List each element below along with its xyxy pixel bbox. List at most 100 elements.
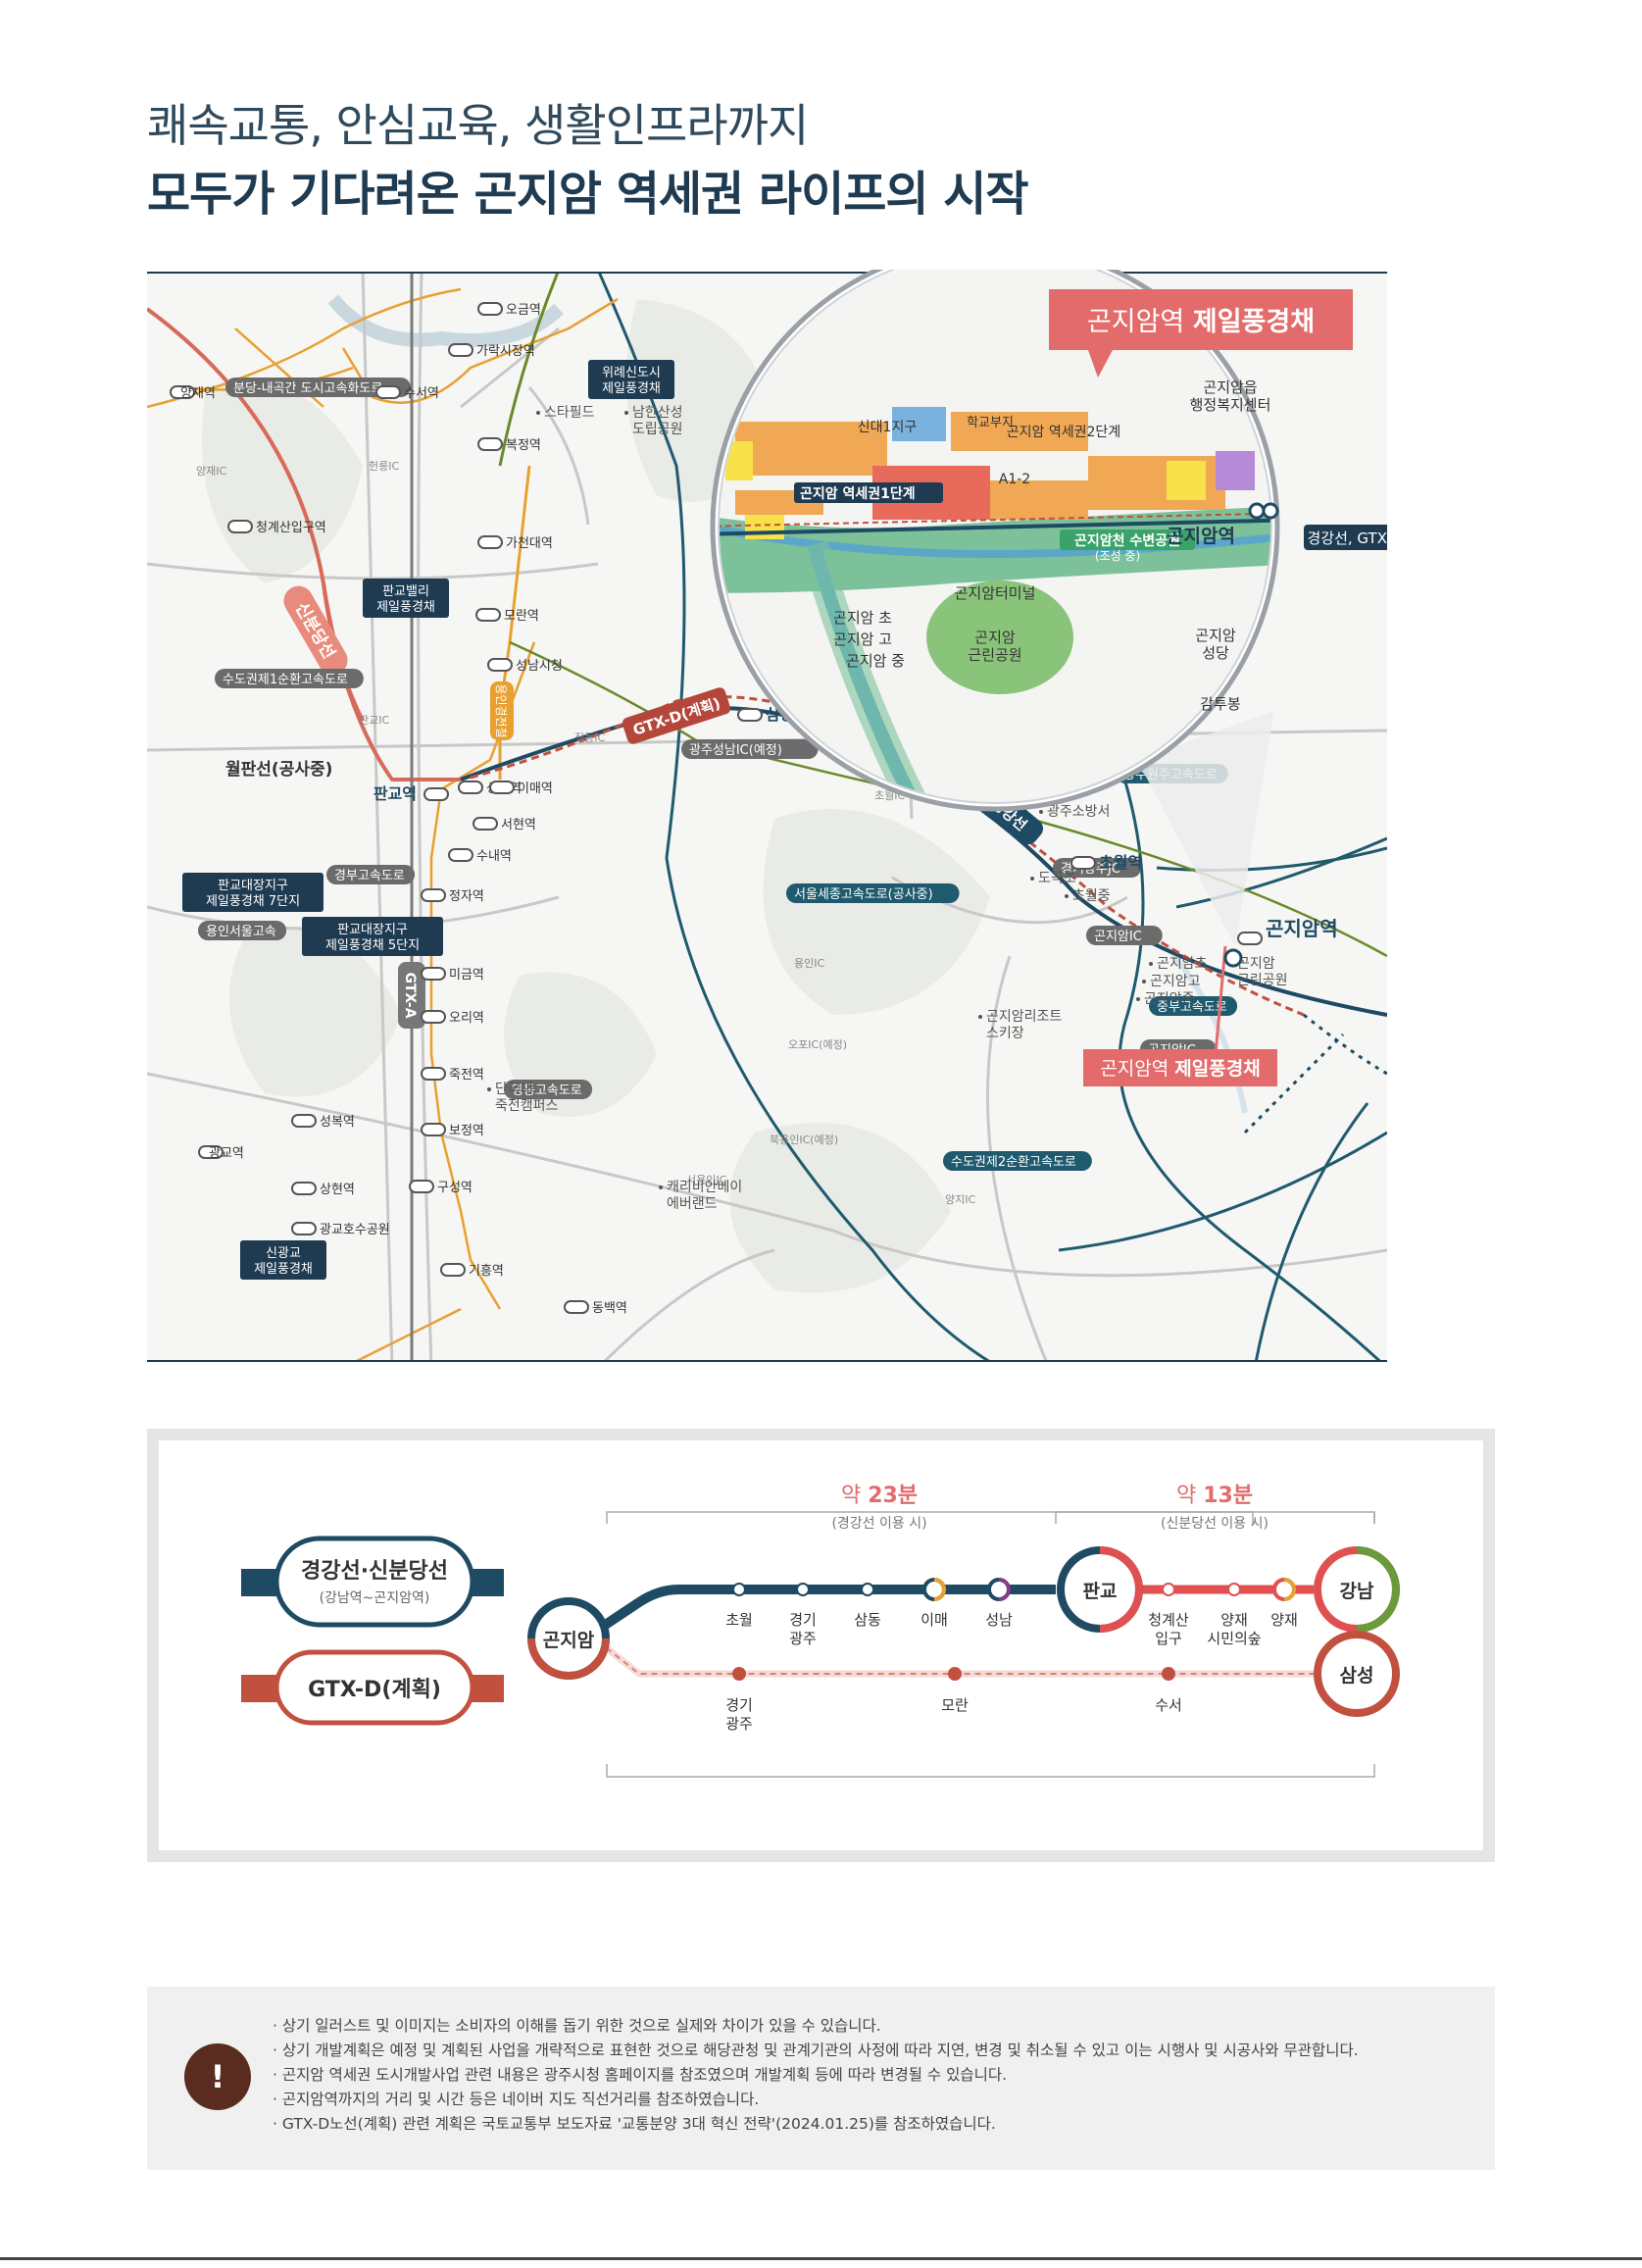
stop-label: 청계산 [1148, 1611, 1189, 1629]
map-label: 분당-내곡간 도시고속화도로 [233, 381, 382, 396]
svg-text:곤지암역 제일풍경채: 곤지암역 제일풍경채 [1100, 1058, 1260, 1080]
map-label: 제일풍경채 [602, 381, 661, 396]
station-26: 광교호수공원 [291, 1222, 390, 1237]
map-label: 학교부지 [967, 416, 1014, 430]
map-label: 제일풍경채 [376, 600, 435, 615]
road-badge: 헌릉IC [369, 460, 399, 473]
map-label: 초월중 [1072, 888, 1111, 904]
station-label: 이매역 [518, 781, 553, 796]
road-badge: 직동IC [574, 731, 605, 744]
station-9: 청계산입구역 [227, 520, 326, 535]
map-label: 성당 [1202, 644, 1229, 662]
gtx-stop-3: 수서 [1155, 1667, 1182, 1714]
map-label: 판교밸리 [382, 584, 429, 599]
map-label: 에버랜드 [667, 1196, 718, 1212]
map-label: 경부고속도로 [334, 869, 405, 883]
stop-4: 이매 [921, 1578, 948, 1629]
road-badge: 용인IC [794, 957, 824, 970]
inset-label-6: 곤지암 역세권1단계 [794, 482, 943, 503]
inset-label-2: 신대1지구 [858, 420, 918, 435]
place-7: 초월중 [1065, 888, 1111, 904]
inset-label-9: 곤지암역 [1167, 526, 1235, 547]
inset-label-8: (조성 중) [1095, 549, 1140, 563]
inset-label-13: 곤지암 중 [846, 652, 905, 670]
station-label: 오금역 [506, 303, 541, 318]
place-6: 도곡초 [1030, 871, 1076, 886]
inset-label-3: 학교부지 [967, 416, 1014, 430]
station-label: 죽전역 [449, 1068, 484, 1083]
road-badge: 영동고속도로 [504, 1080, 593, 1099]
map-label: 광주성남IC(예정) [689, 743, 782, 758]
map-label: 판교IC [359, 714, 389, 727]
legend-gyeonggang: 경강선·신분당선 (강남역~곤지암역) [241, 1536, 504, 1628]
map-label: 중부고속도로 [1157, 1000, 1227, 1015]
line-label-gtx-a: GTX-A [398, 962, 425, 1029]
road-badge: 경부고속도로 [326, 865, 416, 884]
station-label: 미금역 [449, 968, 484, 983]
station-1: 양재역 [170, 385, 216, 401]
map-label: 캐리비안베이 [667, 1180, 742, 1195]
station-label: 성남시청 [516, 659, 563, 674]
svg-text:곤지암역 제일풍경채: 곤지암역 제일풍경채 [1087, 307, 1315, 337]
station-label: 구성역 [437, 1181, 473, 1195]
station-label: 양재역 [180, 386, 216, 401]
map-label: 도곡초 [1038, 871, 1076, 886]
station-16: 미금역 [421, 967, 484, 983]
map-label: 곤지암중 [1144, 991, 1195, 1007]
stop-1: 초월 [725, 1583, 753, 1629]
station-label: 청계산입구역 [256, 521, 326, 535]
line-label-yongin: 용인경전철 [490, 681, 514, 740]
notice-list: · 상기 일러스트 및 이미지는 소비자의 이해를 돕기 위한 것으로 실제와 … [273, 2014, 1359, 2137]
map-label: 판교대장지구 [218, 879, 288, 893]
station-pangyo-transfer: 판교 [1057, 1546, 1143, 1633]
station-label: 곤지암역 [1266, 917, 1338, 940]
notice-item: · 상기 개발계획은 예정 및 계획된 사업을 개략적으로 표현한 것으로 해당… [273, 2041, 1359, 2059]
time-label-gyeonggang: 약 23분 [841, 1484, 918, 1508]
inset-label-11: 곤지암 초 [833, 609, 892, 627]
map-label: 남한산성 [632, 405, 683, 421]
svg-text:용인경전철: 용인경전철 [494, 683, 508, 737]
station-label: 오리역 [449, 1011, 484, 1026]
sbd-stop-3: 양재 [1270, 1578, 1298, 1629]
road-badge: 양지IC [945, 1193, 975, 1206]
station-label: 수서역 [404, 386, 439, 401]
map-label: 곤지암IC [1094, 930, 1142, 944]
road-badge: 중부고속도로 [1149, 996, 1238, 1016]
stop-label: 수서 [1155, 1696, 1182, 1714]
map-label: 근린공원 [968, 646, 1021, 664]
map-label: 수도권제2순환고속도로 [951, 1155, 1076, 1170]
map-label: 곤지암 중 [846, 652, 905, 670]
map-label: A1-2 [999, 472, 1030, 487]
map-label: 서울세종고속도로(공사중) [794, 887, 933, 902]
map-label: 제일풍경채 [254, 1262, 313, 1277]
inset-label-7: 곤지암천 수변공원 [1060, 529, 1195, 550]
station-12: 이매역 [489, 781, 553, 796]
stop-label: 경기 [789, 1611, 817, 1629]
road-badge: 판교IC [359, 714, 389, 727]
gtx-stop-2: 모란 [941, 1667, 969, 1714]
stop-label: 양재 [1220, 1611, 1248, 1629]
map-label: 곤지암터미널 [955, 584, 1036, 602]
station-30: 곤지암역 [1237, 917, 1338, 945]
map-label: 양재IC [196, 465, 226, 478]
notice-item: · 곤지암역까지의 거리 및 시간 등은 네이버 지도 직선거리를 참조하였습니… [273, 2091, 760, 2108]
map-label: 곤지암 고 [833, 630, 892, 648]
road-badge: 수도권제1순환고속도로 [215, 669, 364, 688]
station-15: 정자역 [421, 888, 484, 904]
station-gonjiam-origin: 곤지암 [527, 1597, 610, 1680]
station-samseong-terminal: 삼성 [1314, 1631, 1400, 1717]
station-18: 죽전역 [421, 1067, 484, 1083]
station-label: 초월역 [1099, 853, 1142, 872]
stop-label: 초월 [725, 1611, 753, 1629]
